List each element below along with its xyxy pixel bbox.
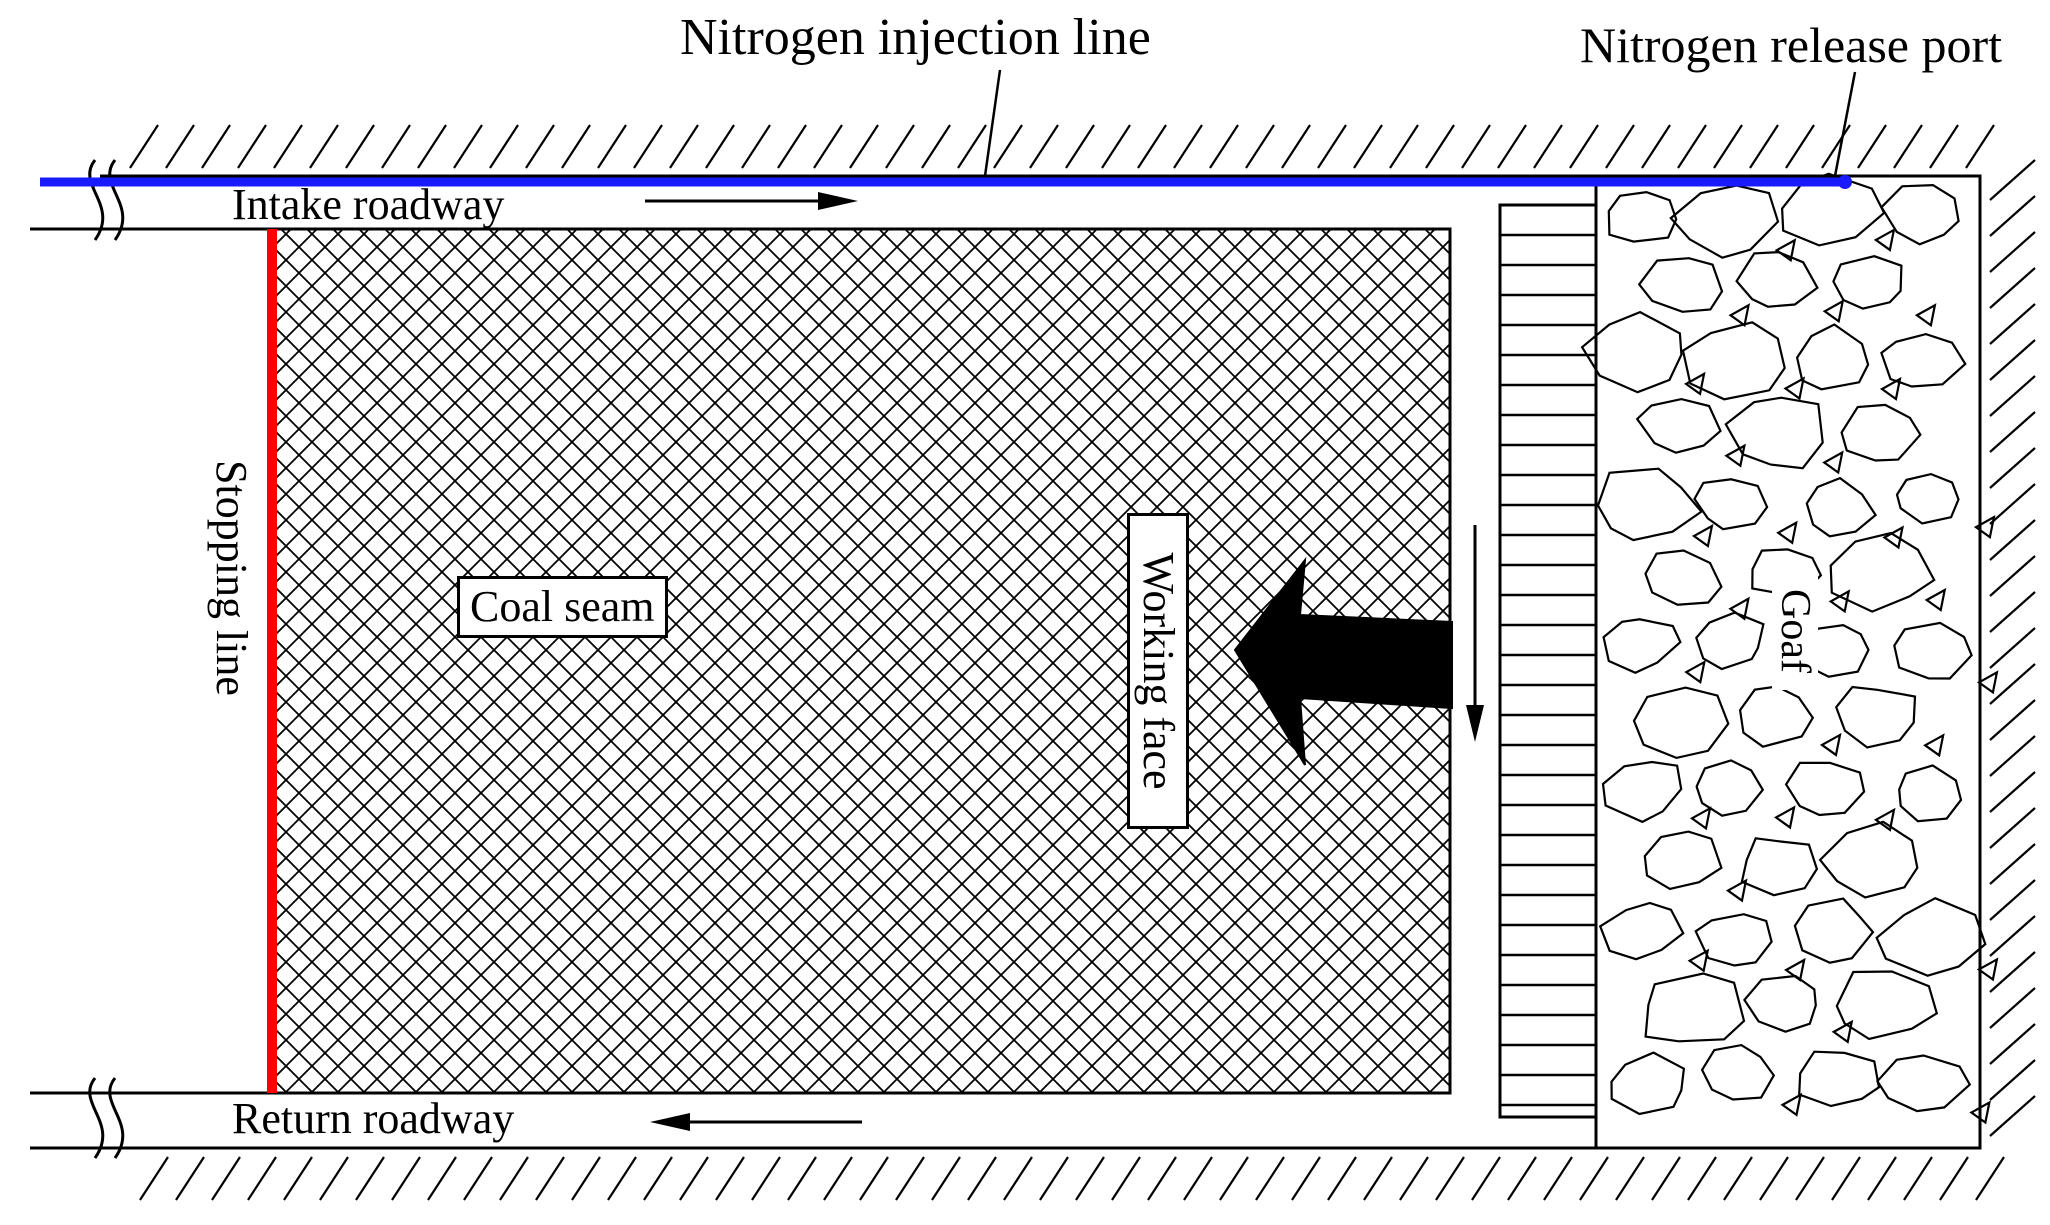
return-roadway-label: Return roadway <box>232 1094 515 1143</box>
goaf-rock <box>1780 172 1886 247</box>
goaf-rock <box>1840 403 1922 462</box>
airflow-arrow-return <box>650 1113 862 1131</box>
goaf-rock <box>1637 257 1724 313</box>
goaf-rock <box>1598 901 1685 961</box>
break-marks <box>88 159 125 1159</box>
goaf-fragment <box>1724 443 1746 468</box>
goaf-fragment <box>1924 587 1947 612</box>
goaf-rock <box>1893 621 1973 680</box>
goaf-rock <box>1607 190 1678 243</box>
goaf-rock <box>1818 820 1919 899</box>
goaf-rock <box>1632 686 1730 760</box>
goaf-rock <box>1832 255 1903 310</box>
leader-lines <box>983 69 1857 177</box>
nitrogen-injection-line-label: Nitrogen injection line <box>680 9 1151 66</box>
goaf-fragment <box>1691 523 1714 548</box>
intake-roadway-label: Intake roadway <box>232 180 505 229</box>
goaf-fragment <box>1689 806 1712 831</box>
goaf-fragment <box>1923 733 1945 758</box>
working-face-label: Working face <box>1127 513 1189 829</box>
goaf-rock <box>1835 970 1939 1041</box>
goaf-fragment <box>1822 450 1844 475</box>
goaf-fragment <box>1776 520 1798 545</box>
goaf-fragment <box>1914 303 1937 328</box>
goaf-fragment <box>1976 957 1999 982</box>
goaf-fragment <box>1822 299 1845 324</box>
goaf-rock <box>1695 759 1765 817</box>
goaf-label: Goaf <box>1772 572 1818 690</box>
goaf-rock <box>1596 467 1704 542</box>
goaf-fragment <box>1973 515 1996 540</box>
goaf-fragment <box>1780 1092 1803 1117</box>
ground-hatching-bottom <box>139 1156 2005 1201</box>
goaf-rock <box>1743 974 1817 1033</box>
goaf-fragment <box>1725 878 1748 903</box>
airflow-arrow-face <box>1466 525 1484 742</box>
goaf-fragment <box>1784 957 1806 982</box>
goaf-rock <box>1681 321 1786 401</box>
hydraulic-supports <box>1498 203 1598 1119</box>
goaf-rock <box>1829 531 1936 613</box>
goaf-rock <box>1580 310 1683 394</box>
goaf-rock <box>1876 1054 1972 1113</box>
goaf-fragment <box>1882 525 1904 550</box>
goaf-rock <box>1738 685 1815 748</box>
goaf-rock <box>1669 184 1780 259</box>
stopping-line-label: Stopping line <box>207 460 256 696</box>
goaf-fragment <box>1976 670 1999 695</box>
goaf-fragment <box>1773 805 1796 830</box>
goaf-rock <box>1834 685 1917 749</box>
goaf-rock <box>1610 1051 1686 1116</box>
goaf-fragment <box>1873 227 1896 252</box>
goaf-rock <box>1795 323 1870 391</box>
goaf-rock <box>1740 837 1819 897</box>
goaf-fragment <box>1969 1100 1991 1125</box>
goaf-rock <box>1875 896 1987 977</box>
goaf-fragment <box>1831 1019 1854 1044</box>
goaf-fragment <box>1819 732 1842 757</box>
ground-hatching-right <box>1989 159 2036 1137</box>
goaf-fragment <box>1684 659 1706 684</box>
goaf-rock <box>1644 972 1746 1043</box>
goaf-fragment <box>1879 376 1902 401</box>
goaf-fragment <box>1728 303 1751 328</box>
goaf-rock <box>1880 183 1960 246</box>
goaf-rock <box>1700 1043 1776 1101</box>
goaf-fragment <box>1873 807 1896 832</box>
goaf-fragment <box>1683 371 1706 396</box>
goaf-fragment <box>1783 376 1806 401</box>
coal-seam-label: Coal seam <box>457 576 668 638</box>
goaf-rock <box>1735 250 1819 308</box>
goaf-rock <box>1724 396 1824 470</box>
goaf-rock <box>1695 611 1765 671</box>
goaf-rock <box>1798 1050 1881 1108</box>
goaf-rock <box>1635 397 1722 454</box>
ground-hatching-top <box>129 124 1995 169</box>
goaf-rock <box>1601 760 1683 824</box>
nitrogen-release-port-marker <box>1838 175 1852 189</box>
advance-direction-arrow <box>1233 556 1453 766</box>
goaf-rock <box>1793 897 1875 964</box>
goaf-rock <box>1898 764 1963 823</box>
goaf-rock <box>1693 478 1769 531</box>
goaf-rock <box>1880 332 1967 388</box>
goaf-rock <box>1643 830 1723 891</box>
goaf-rock <box>1784 761 1866 817</box>
goaf-rock <box>1805 476 1878 538</box>
nitrogen-release-port-label: Nitrogen release port <box>1580 17 2003 73</box>
goaf-rock <box>1694 913 1773 967</box>
goaf-rock <box>1644 549 1723 606</box>
goaf-rock <box>1602 618 1682 675</box>
goaf-rock <box>1895 472 1960 525</box>
airflow-arrow-intake <box>645 192 858 210</box>
goaf-fragment <box>1687 948 1710 973</box>
